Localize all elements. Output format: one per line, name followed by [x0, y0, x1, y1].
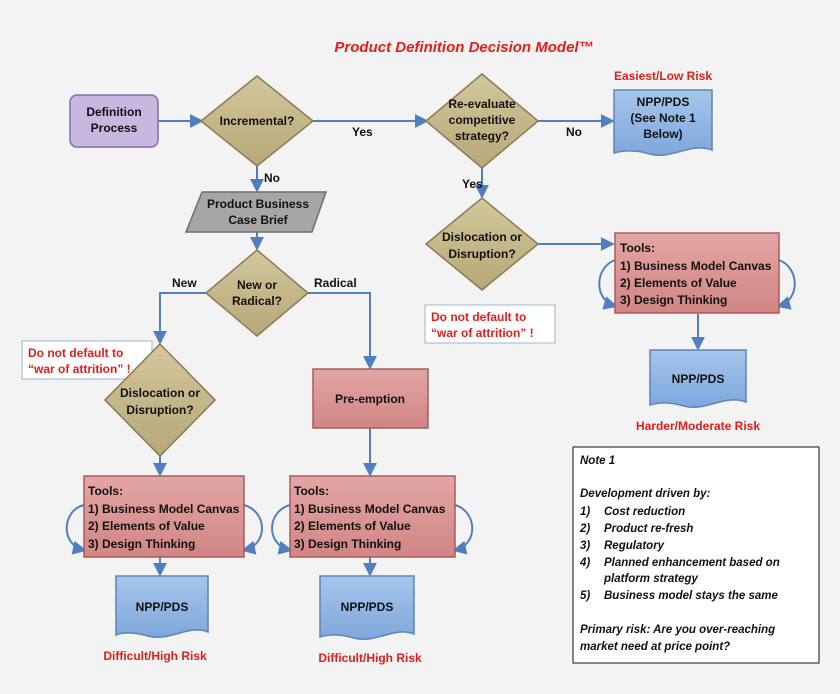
dislocation-decision-right: Dislocation or Disruption? — [424, 197, 540, 291]
note-item-2: Product re-fresh — [604, 523, 693, 535]
warning-box-left: Do not default to “war of attrition” ! — [21, 340, 153, 380]
tools-right-item-3: 3) Design Thinking — [620, 293, 727, 307]
incremental-label: Incremental? — [220, 114, 295, 128]
loop-arrow-mid-left-side — [271, 504, 293, 555]
tools-box-right: Tools: 1) Business Model Canvas 2) Eleme… — [614, 232, 780, 314]
tools-box-left: Tools: 1) Business Model Canvas 2) Eleme… — [83, 475, 245, 558]
tools-mid-item-2: 2) Elements of Value — [294, 519, 411, 533]
note-item-2-num: 2) — [579, 523, 590, 535]
tools-mid-item-1: 1) Business Model Canvas — [294, 502, 446, 516]
loop-arrow-right-left-side — [598, 259, 618, 310]
note-1-box: Note 1 Development driven by: 1) Cost re… — [572, 446, 820, 664]
label-yes-reevaluate: Yes — [462, 177, 483, 191]
note-item-5-num: 5) — [580, 590, 590, 602]
note-item-4-line-2: platform strategy — [603, 573, 699, 585]
note-item-1: Cost reduction — [604, 506, 685, 518]
tools-left-item-1: 1) Business Model Canvas — [88, 502, 240, 516]
note-item-3: Regulatory — [604, 540, 665, 552]
new-radical-line-2: Radical? — [232, 294, 282, 308]
connectors — [65, 114, 796, 577]
note-heading: Note 1 — [580, 455, 615, 467]
npp-note-line-1: NPP/PDS — [637, 95, 690, 109]
tools-mid-item-3: 3) Design Thinking — [294, 537, 401, 551]
tools-left-heading: Tools: — [88, 484, 123, 498]
tools-right-heading: Tools: — [620, 241, 655, 255]
diagram-title: Product Definition Decision Model™ — [334, 39, 593, 56]
brief-line-2: Case Brief — [228, 213, 288, 227]
preemption-label: Pre-emption — [335, 392, 405, 406]
npp-document-left: NPP/PDS — [115, 575, 209, 638]
note-risk-line-1: Primary risk: Are you over-reaching — [580, 624, 775, 636]
start-line-2: Process — [91, 121, 138, 135]
label-yes-incremental: Yes — [352, 125, 373, 139]
note-intro: Development driven by: — [580, 488, 711, 500]
warning-right-line-2: “war of attrition” ! — [431, 326, 534, 340]
brief-line-1: Product Business — [207, 197, 309, 211]
tools-left-item-2: 2) Elements of Value — [88, 519, 205, 533]
incremental-decision: Incremental? — [199, 75, 315, 167]
new-or-radical-decision: New or Radical? — [204, 249, 310, 337]
reevaluate-decision: Re-evaluate competitive strategy? — [424, 73, 540, 169]
note-item-1-num: 1) — [580, 506, 590, 518]
risk-label-difficult-middle: Difficult/High Risk — [318, 651, 422, 665]
npp-left-label: NPP/PDS — [136, 600, 189, 614]
note-risk-line-2: market need at price point? — [580, 641, 730, 653]
label-no-reevaluate: No — [566, 125, 582, 139]
loop-arrow-right-right-side — [776, 259, 796, 310]
note-item-3-num: 3) — [580, 540, 590, 552]
npp-note-line-3: Below) — [643, 127, 682, 141]
risk-label-moderate: Harder/Moderate Risk — [636, 419, 760, 433]
loop-arrow-left-right-side — [241, 504, 263, 555]
label-new: New — [172, 276, 197, 290]
warning-left-line-2: “war of attrition” ! — [28, 362, 131, 376]
reevaluate-line-2: competitive — [449, 113, 516, 127]
tools-right-item-1: 1) Business Model Canvas — [620, 259, 772, 273]
new-radical-line-1: New or — [237, 278, 277, 292]
tools-right-item-2: 2) Elements of Value — [620, 276, 737, 290]
risk-label-easiest: Easiest/Low Risk — [614, 69, 712, 83]
npp-note-document: NPP/PDS (See Note 1 Below) — [613, 89, 713, 156]
note-item-4-line-1: Planned enhancement based on — [604, 557, 780, 569]
warning-right-line-1: Do not default to — [431, 310, 526, 324]
npp-mid-label: NPP/PDS — [341, 600, 394, 614]
business-case-brief-node: Product Business Case Brief — [184, 191, 328, 233]
loop-arrow-left — [65, 504, 87, 555]
reevaluate-line-3: strategy? — [455, 129, 509, 143]
dislocation-right-line-1: Dislocation or — [442, 230, 522, 244]
arrow-new — [153, 292, 206, 345]
dislocation-decision-left: Dislocation or Disruption? — [103, 342, 217, 458]
tools-mid-heading: Tools: — [294, 484, 329, 498]
warning-left-line-1: Do not default to — [28, 346, 123, 360]
label-radical: Radical — [314, 276, 357, 290]
risk-label-difficult-left: Difficult/High Risk — [103, 649, 207, 663]
dislocation-left-line-2: Disruption? — [126, 403, 193, 417]
definition-process-node: Definition Process — [69, 94, 159, 148]
tools-box-middle: Tools: 1) Business Model Canvas 2) Eleme… — [289, 475, 456, 558]
arrow-radical — [308, 292, 377, 370]
note-item-5: Business model stays the same — [604, 590, 778, 602]
reevaluate-line-1: Re-evaluate — [448, 97, 516, 111]
npp-document-right: NPP/PDS — [649, 349, 747, 408]
tools-left-item-3: 3) Design Thinking — [88, 537, 195, 551]
npp-document-middle: NPP/PDS — [319, 575, 415, 640]
label-no-incremental: No — [264, 171, 280, 185]
note-item-4-num: 4) — [579, 557, 590, 569]
dislocation-left-line-1: Dislocation or — [120, 386, 200, 400]
loop-arrow-mid-right-side — [452, 504, 474, 555]
npp-right-label: NPP/PDS — [672, 372, 725, 386]
warning-box-right: Do not default to “war of attrition” ! — [424, 304, 556, 344]
preemption-node: Pre-emption — [312, 368, 429, 429]
npp-note-line-2: (See Note 1 — [630, 111, 696, 125]
start-line-1: Definition — [86, 105, 141, 119]
dislocation-right-line-2: Disruption? — [448, 247, 515, 261]
